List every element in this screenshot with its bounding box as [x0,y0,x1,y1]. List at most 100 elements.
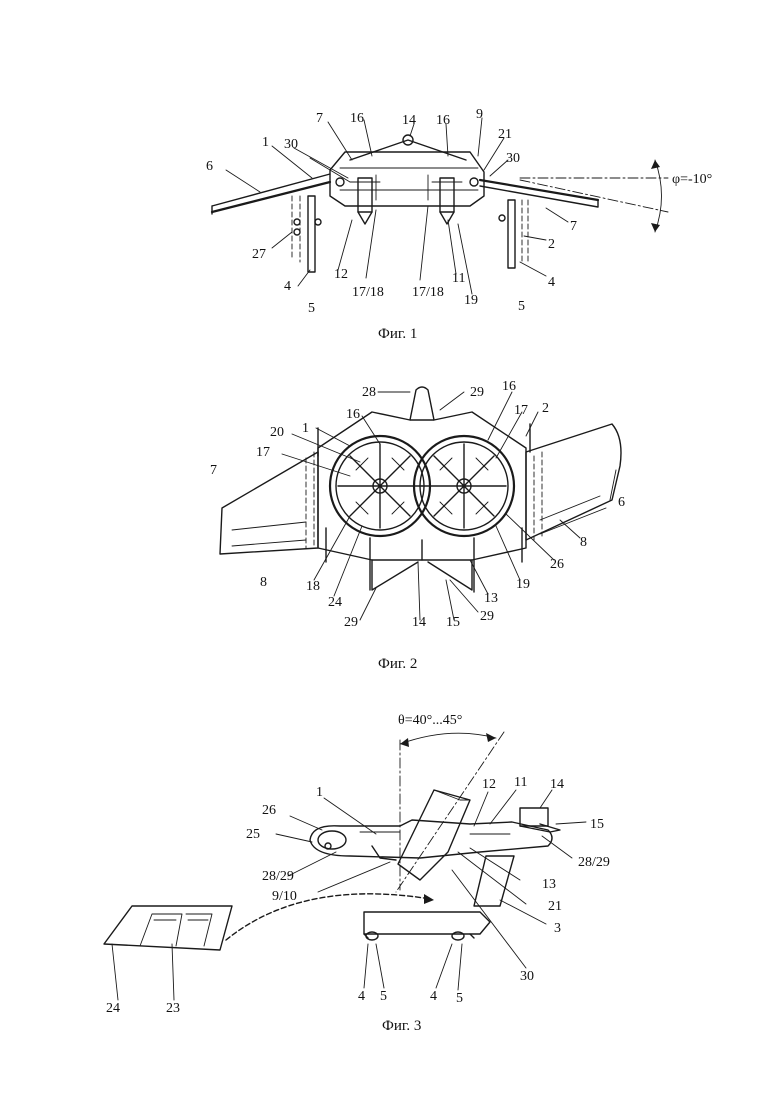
fig2-label: 29 [470,385,484,400]
fig1-label: 7 [316,111,323,126]
fig1-label: 1 [262,135,269,150]
fig1-label: 12 [334,267,348,282]
fig1-label: 16 [436,113,450,128]
fig2-label: 16 [346,407,360,422]
fig1-angle-arrow-bottom [651,223,660,232]
fig1-small-fan-4 [499,215,505,221]
fig1-small-fan-3 [315,219,321,225]
fig3-fan-module [398,790,470,880]
fig1-right-fan-motor [440,178,454,212]
fig2-label: 26 [550,557,564,572]
fig2-left-spar [306,452,314,548]
fig3-ground-module [364,912,490,934]
fig3-label: 5 [456,991,463,1006]
fig3-label: 13 [542,877,556,892]
fig3-angle-arrow-left [400,738,409,747]
fig2-left-fan-blades [338,444,422,528]
fig1-left-fan-motor [358,178,372,212]
fig3-label: 28/29 [262,869,294,884]
fig3-angle-arrow [486,733,496,742]
fig3-docking-path [226,894,424,940]
fig2-right-spar [534,452,542,540]
fig1-blades [350,175,462,200]
fig3-label: 26 [262,803,276,818]
fig1-label: 7 [570,219,577,234]
fig2-caption: Фиг. 2 [378,656,417,672]
fig3-caption: Фиг. 3 [382,1018,421,1034]
figure-3-side-view: θ=40°...45° 1 26 25 28/29 9/10 12 11 14 … [104,713,610,1034]
fig3-label: 28/29 [578,855,610,870]
fig3-label: 23 [166,1001,180,1016]
fig1-label: 19 [464,293,478,308]
fig1-angle-arrow-top [651,160,660,169]
fig3-wheel-front [366,932,378,940]
fig3-label: 30 [520,969,534,984]
fig2-right-fan-blades [422,444,506,528]
fig1-label: 9 [476,107,483,122]
fig1-label: 30 [284,137,298,152]
fig2-label: 8 [580,535,587,550]
fig2-leader-lines [282,392,616,620]
fig1-caption: Фиг. 1 [378,326,417,342]
fig3-tilt-axis [396,732,504,892]
fig3-nose-cone [318,831,346,849]
fig2-label: 28 [362,385,376,400]
fig2-label: 13 [484,591,498,606]
fig2-tail-v [372,560,472,590]
fig1-left-wing [212,182,330,212]
fig2-label: 17 [514,403,528,418]
fig1-label: 14 [402,113,416,128]
fig2-label: 14 [412,615,426,630]
fig2-left-aileron [232,522,306,546]
fig2-label: 6 [618,495,625,510]
fig1-label: 30 [506,151,520,166]
fig1-small-fan-1 [294,219,300,225]
fig1-label: 4 [284,279,291,294]
fig2-vertical-fin [410,387,434,420]
fig1-label: 5 [518,299,525,314]
fig1-label: 5 [308,301,315,316]
fig1-label: 17/18 [412,285,444,300]
fig3-label: 1 [316,785,323,800]
figure-2-plan-view: 28 29 16 2 16 17 1 20 17 7 6 8 8 18 24 2… [210,379,625,672]
fig1-label: 27 [252,247,266,262]
fig1-small-fan-2 [294,229,300,235]
fig2-tail-struts [370,538,474,592]
fig1-label: 2 [548,237,555,252]
fig2-label: 19 [516,577,530,592]
fig1-label: 21 [498,127,512,142]
fig2-label: 15 [446,615,460,630]
fig1-right-leg [508,200,515,268]
fig2-right-wing [526,424,621,540]
fig1-left-leg [308,196,315,272]
fig1-center-body [330,152,484,206]
fig3-label: 4 [430,989,437,1004]
fig1-angle-label: φ=-10° [672,172,712,187]
fig1-pivot-left [336,178,344,186]
fig3-label: 3 [554,921,561,936]
fig3-label: 5 [380,989,387,1004]
fig3-label: 21 [548,899,562,914]
fig2-label: 16 [502,379,516,394]
fig2-label: 29 [480,609,494,624]
fig1-angle-arc [655,160,662,232]
fig3-label: 12 [482,777,496,792]
fig2-label: 8 [260,575,267,590]
fig2-label: 18 [306,579,320,594]
fig1-body-lines [340,168,478,190]
fig1-v-tail [350,140,466,160]
fig3-wheel-rear [452,932,464,940]
fig2-label: 17 [256,445,270,460]
fig1-label: 11 [452,271,465,286]
fig1-right-leg-dashed [522,200,528,262]
fig3-cabin-module [104,906,232,950]
fig3-label: 14 [550,777,564,792]
fig3-label: 25 [246,827,260,842]
fig2-label: 20 [270,425,284,440]
fig2-label: 1 [302,421,309,436]
fig1-pivot-right [470,178,478,186]
fig3-label: 15 [590,817,604,832]
fig3-label: 24 [106,1001,120,1016]
fig2-label: 29 [344,615,358,630]
